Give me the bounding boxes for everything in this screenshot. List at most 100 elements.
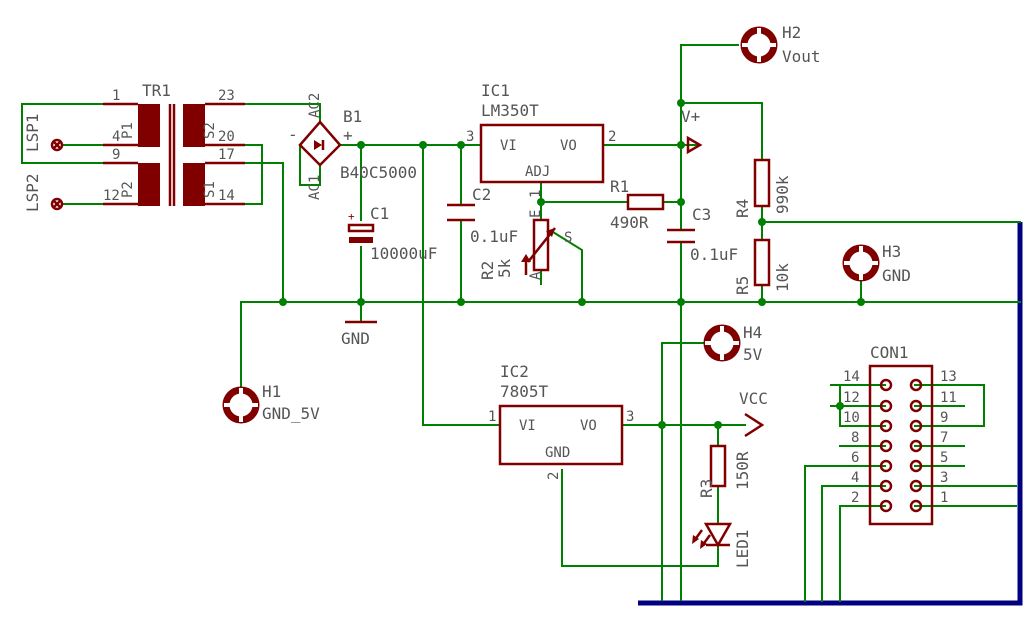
vcc-label: VCC: [739, 389, 768, 408]
ic1-name: IC1: [481, 81, 510, 100]
transformer-tr1: TR1 1 4 9 12 23 20 17 14 P1 P2 S2 S1: [103, 81, 245, 206]
ic2-pin-2: 2: [546, 472, 562, 480]
regulator-ic1: IC1 LM350T VI VO ADJ 3 2: [466, 81, 616, 184]
h4-name: H4: [743, 323, 762, 342]
b1-name: B1: [343, 107, 362, 126]
r3-name: R3: [697, 479, 716, 498]
ic1-vo: VO: [560, 138, 577, 154]
resistor-r5: R5 10k: [733, 238, 792, 295]
gnd-label: GND: [341, 329, 370, 348]
b1-ac2: AC2: [307, 93, 323, 118]
gnd-symbol: GND: [341, 320, 377, 348]
resistor-r4: R4 990k: [733, 158, 792, 218]
junction-dots: [279, 99, 865, 429]
con1-pin-4: 4: [851, 470, 859, 486]
c3-value: 0.1uF: [690, 245, 738, 264]
h1-name: H1: [262, 382, 281, 401]
ic1-adj: ADJ: [525, 164, 550, 180]
b1-minus: -: [288, 125, 298, 144]
ic2-pin-3: 3: [626, 409, 634, 425]
bridge-rectifier-b1: B1 B40C5000 - + AC2 AC1: [288, 93, 417, 200]
capacitor-c1: + C1 10000uF: [347, 204, 437, 263]
hole-h4: H4 5V: [703, 323, 763, 364]
potentiometer-r2: 1 E A S R2 5k: [478, 190, 572, 280]
vplus-supply: V+: [681, 107, 703, 155]
h3-value: GND: [882, 266, 911, 285]
r4-value: 990k: [773, 175, 792, 214]
c1-value: 10000uF: [370, 244, 437, 263]
ic2-gnd: GND: [545, 445, 570, 461]
lsp2-label: LSP2: [23, 173, 42, 212]
bus: [638, 222, 1023, 606]
c1-polarity: +: [348, 210, 355, 223]
h1-value: GND_5V: [262, 404, 320, 423]
h4-value: 5V: [743, 345, 763, 364]
con1-pin-6: 6: [851, 450, 859, 466]
coil-p1-label: P1: [120, 122, 136, 139]
ic2-vo: VO: [580, 418, 597, 434]
capacitor-c3: C3 0.1uF: [667, 205, 738, 264]
c3-name: C3: [692, 205, 711, 224]
hole-h2: H2 Vout: [740, 23, 821, 66]
tr1-pin-17: 17: [218, 147, 235, 163]
ic2-pin-1: 1: [488, 409, 496, 425]
b1-ac1: AC1: [307, 175, 323, 200]
con1-pin-1: 1: [940, 490, 948, 506]
led-led1: LED1: [692, 522, 752, 568]
ic1-value: LM350T: [481, 101, 539, 120]
led1-name: LED1: [733, 529, 752, 568]
r5-name: R5: [733, 276, 752, 295]
resistor-r3: R3 150R: [697, 444, 752, 498]
h2-name: H2: [782, 23, 801, 42]
tr1-pin-4: 4: [112, 129, 120, 145]
coil-s1-label: S1: [202, 181, 218, 198]
h2-value: Vout: [782, 47, 821, 66]
con1-pin-7: 7: [940, 430, 948, 446]
con1-pin-9: 9: [940, 410, 948, 426]
c2-name: C2: [472, 185, 491, 204]
r2-pin-e: E: [528, 210, 544, 218]
con1-pin-3: 3: [940, 470, 948, 486]
ic2-vi: VI: [519, 418, 536, 434]
capacitor-c2: C2 0.1uF: [447, 185, 518, 246]
tr1-pin-1: 1: [112, 88, 120, 104]
vplus-label: V+: [681, 107, 700, 126]
con1-pin-10: 10: [843, 410, 860, 426]
con1-pin-8: 8: [851, 430, 859, 446]
lsp1-label: LSP1: [23, 113, 42, 152]
hole-h1: H1 GND_5V: [222, 382, 320, 424]
con1-pin-2: 2: [851, 490, 859, 506]
c2-value: 0.1uF: [470, 227, 518, 246]
speaker-pads: LSP1 LSP2: [23, 113, 64, 212]
h3-name: H3: [882, 242, 901, 261]
r1-value: 490R: [610, 213, 649, 232]
con1-pin-13: 13: [940, 369, 957, 385]
tr1-name: TR1: [142, 81, 171, 100]
ic1-pin-2: 2: [608, 129, 616, 145]
con1-pin-14: 14: [843, 369, 860, 385]
tr1-pin-12: 12: [103, 188, 120, 204]
hole-h3: H3 GND: [842, 242, 911, 285]
r5-value: 10k: [773, 263, 792, 292]
r3-value: 150R: [733, 451, 752, 490]
r2-name: R2: [478, 261, 497, 280]
con1-pin-12: 12: [843, 390, 860, 406]
coil-s2-label: S2: [202, 122, 218, 139]
tr1-pin-9: 9: [112, 147, 120, 163]
b1-value: B40C5000: [340, 163, 417, 182]
resistor-r1: R1 490R: [610, 177, 665, 232]
regulator-ic2: IC2 7805T VI VO GND 1 3 2: [488, 362, 634, 480]
r1-name: R1: [610, 177, 629, 196]
r2-pin-a: A: [528, 271, 544, 280]
ic1-pin-3: 3: [466, 129, 474, 145]
b1-plus: +: [343, 126, 353, 145]
con1-pin-11: 11: [940, 390, 957, 406]
r4-name: R4: [733, 199, 752, 218]
con1-name: CON1: [870, 343, 909, 362]
tr1-pin-23: 23: [218, 88, 235, 104]
r2-pin-s: S: [564, 230, 572, 246]
vcc-supply: VCC: [739, 389, 768, 438]
con1-pin-5: 5: [940, 450, 948, 466]
tr1-pin-14: 14: [218, 188, 235, 204]
